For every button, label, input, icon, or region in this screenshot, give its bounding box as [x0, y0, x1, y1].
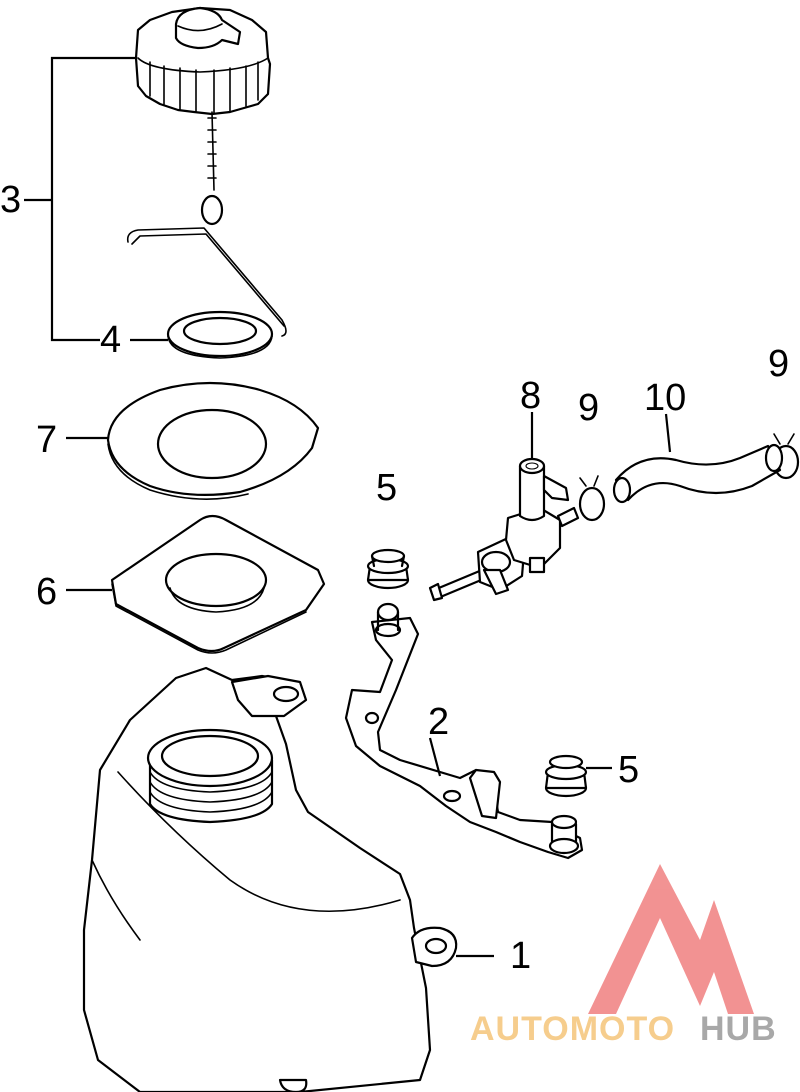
- callout-8: 8: [520, 375, 541, 417]
- callout-labels: 3 4 7 6 5 5 2 1 8 9 9 10: [0, 179, 789, 977]
- fuel-hose: [612, 443, 784, 504]
- cap-knob: [174, 6, 242, 50]
- hose-clip-left: [578, 475, 606, 522]
- callout-9-right: 9: [768, 343, 789, 385]
- callout-4: 4: [100, 319, 121, 361]
- leader-lines: [24, 56, 672, 958]
- grommet-lower: [544, 754, 588, 798]
- watermark-triangle-icon: [588, 864, 754, 1014]
- tether-chain: [207, 111, 217, 191]
- fuel-tank: [82, 666, 458, 1092]
- fuel-cock: [428, 457, 580, 602]
- watermark-text-primary: AUTOMOTO: [470, 1010, 675, 1048]
- tether-wire: [126, 227, 287, 337]
- callout-5-lower: 5: [618, 749, 639, 791]
- callout-2: 2: [428, 701, 449, 743]
- callout-6: 6: [36, 571, 57, 613]
- mounting-bracket: [344, 602, 584, 860]
- washer-plate: [106, 381, 320, 500]
- callout-3: 3: [0, 179, 21, 221]
- callout-5-upper: 5: [376, 467, 397, 509]
- fuel-cap-assembly: [126, 6, 287, 337]
- grommet-upper: [366, 548, 410, 590]
- tether-ring: [200, 194, 224, 226]
- rubber-cushion-pad: [110, 514, 326, 654]
- watermark-logo: AUTOMOTO HUB: [470, 864, 777, 1048]
- callout-1: 1: [510, 935, 531, 977]
- callout-9-left: 9: [578, 387, 599, 429]
- watermark-text-secondary: HUB: [700, 1010, 777, 1048]
- callout-7: 7: [36, 419, 57, 461]
- cap-gasket: [166, 310, 274, 359]
- callout-10: 10: [644, 377, 686, 419]
